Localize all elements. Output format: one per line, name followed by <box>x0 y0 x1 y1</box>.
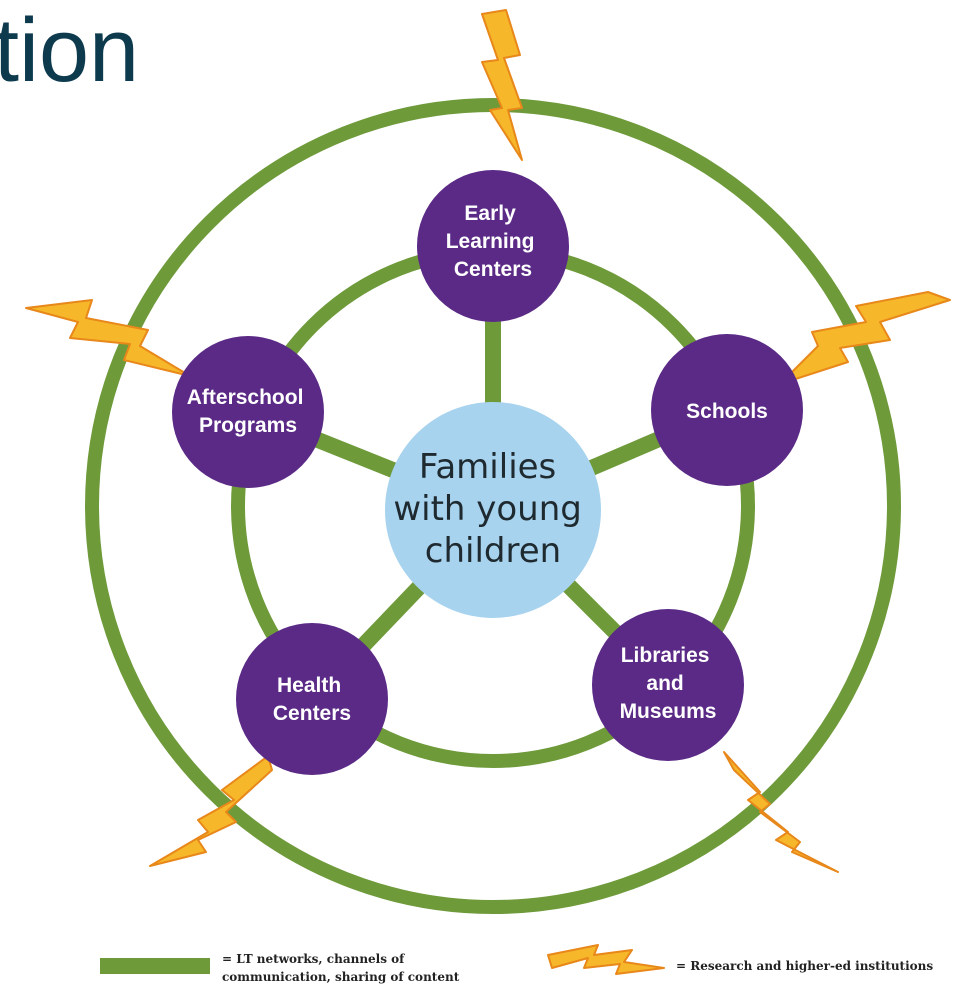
svg-text:Health Centers: Health Centers <box>273 674 351 725</box>
lightning-bolt-icon <box>481 9 523 161</box>
legend: = LT networks, channels of communication… <box>100 944 933 984</box>
svg-text:Libraries and Muse: Libraries and Museums <box>620 644 717 723</box>
svg-text:Afterschool Programs: Afterschool Programs <box>187 386 310 437</box>
node-afterschool: Afterschool Programs <box>172 336 324 488</box>
outer-ring <box>85 98 901 914</box>
center-circle <box>385 402 601 618</box>
legend-network-text: = LT networks, channels of communication… <box>222 952 460 984</box>
lightning-bolt-icon <box>779 291 951 385</box>
node-schools: Schools <box>651 334 803 486</box>
lightning-bolt-icon <box>547 944 665 975</box>
svg-text:Early Learning Cen: Early Learning Centers <box>446 202 541 281</box>
lightning-bolt-icon <box>149 755 273 867</box>
node-early-learning: Early Learning Centers <box>417 170 569 322</box>
center-label: Families with young children <box>393 447 592 571</box>
lightning-bolt-icon <box>723 751 839 873</box>
svg-text:Schools: Schools <box>686 400 768 423</box>
legend-network-swatch <box>100 958 210 974</box>
lightning-bolt-icon <box>25 299 191 377</box>
node-libraries: Libraries and Museums <box>592 609 744 761</box>
legend-research-text: = Research and higher-ed institutions <box>676 959 933 973</box>
slide-title: tion <box>0 1 140 101</box>
node-health: Health Centers <box>236 623 388 775</box>
